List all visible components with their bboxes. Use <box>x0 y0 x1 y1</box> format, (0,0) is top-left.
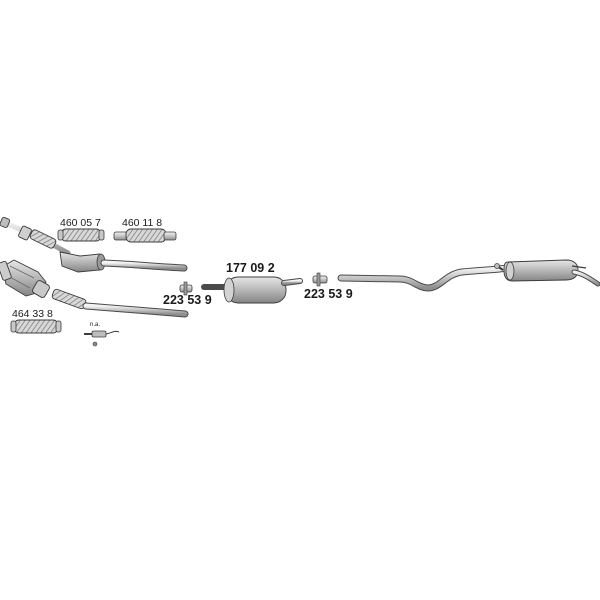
label-flex-pipe-a: 460 05 7 <box>60 217 101 229</box>
flex-pipe-460-05-7 <box>57 228 105 242</box>
label-flex-pipe-b: 460 11 8 <box>122 217 162 229</box>
rear-silencer <box>503 259 600 287</box>
label-middle-silencer: 177 09 2 <box>226 261 275 275</box>
label-flex-pipe-c: 464 33 8 <box>12 308 53 320</box>
clamp-right <box>312 272 328 287</box>
rear-pipe <box>337 263 512 292</box>
label-sensor-note: n.a. <box>90 322 100 328</box>
front-pipe-upper <box>0 216 188 273</box>
flex-pipe-460-11-8 <box>113 228 177 243</box>
flex-pipe-464-33-8 <box>10 319 62 334</box>
clamp-left <box>179 281 193 296</box>
label-clamp-right: 223 53 9 <box>304 287 353 301</box>
lambda-sensor <box>84 330 120 347</box>
middle-silencer <box>201 276 303 304</box>
label-clamp-left: 223 53 9 <box>163 293 212 307</box>
front-pipe-lower <box>0 259 189 318</box>
